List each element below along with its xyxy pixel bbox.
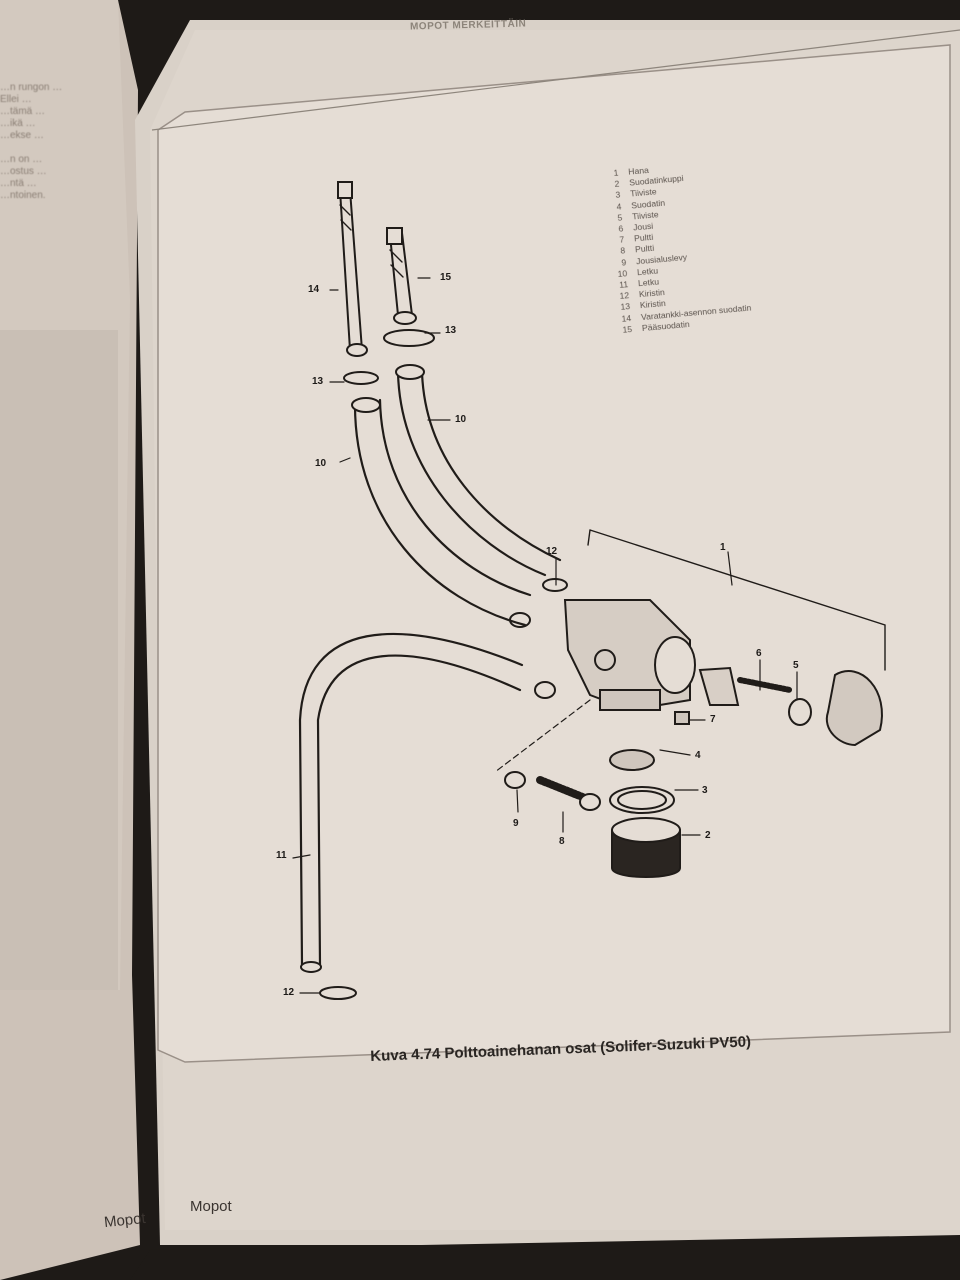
callout-3: 3 (702, 785, 708, 796)
callout-14: 14 (308, 284, 320, 295)
callout-1: 1 (720, 542, 726, 553)
left-page-text: …n rungon … Ellei … …tämä … …ikä … …ekse… (0, 82, 63, 201)
callout-10-right: 10 (455, 414, 467, 425)
callout-11: 11 (276, 850, 287, 861)
left-page: …n rungon … Ellei … …tämä … …ikä … …ekse… (0, 0, 150, 1280)
callout-13-upper: 13 (445, 325, 457, 336)
callout-5: 5 (793, 660, 799, 671)
callout-9: 9 (513, 818, 519, 829)
callout-15: 15 (440, 272, 452, 283)
callout-8: 8 (559, 836, 565, 847)
footer-right: Mopot (190, 1198, 232, 1215)
callout-7: 7 (710, 714, 716, 725)
callout-12-upper: 12 (546, 546, 558, 557)
callout-10-left: 10 (315, 458, 327, 469)
callout-4: 4 (695, 750, 701, 761)
callout-6: 6 (756, 648, 762, 659)
callout-2: 2 (705, 830, 711, 841)
callout-13-lower: 13 (312, 376, 324, 387)
callout-12-lower: 12 (283, 987, 295, 998)
